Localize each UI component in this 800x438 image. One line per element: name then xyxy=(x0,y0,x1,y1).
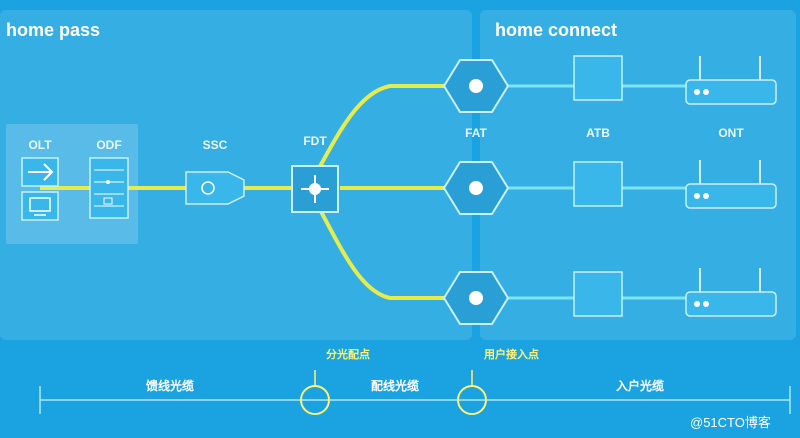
ont-router-icon xyxy=(685,268,777,317)
ont-router-icon xyxy=(685,56,777,105)
fat-icon xyxy=(442,161,510,215)
ssc-label: SSC xyxy=(202,138,228,152)
atb-label: ATB xyxy=(586,126,610,140)
hub-icon xyxy=(291,165,339,213)
fat-icon xyxy=(442,271,510,325)
ont-label: ONT xyxy=(718,126,744,140)
home-pass-panel xyxy=(0,10,472,340)
ssc-connector-icon xyxy=(185,171,245,205)
feeder-segment-label: 馈线光缆 xyxy=(145,379,194,393)
atb-box-icon xyxy=(573,161,623,207)
odf-label: ODF xyxy=(96,138,122,152)
fat-label: FAT xyxy=(465,126,487,140)
olt-label: OLT xyxy=(28,138,52,152)
drop-segment-label: 入户光缆 xyxy=(615,379,664,393)
router-icon xyxy=(21,157,59,187)
distribution-segment-label: 配线光缆 xyxy=(370,379,419,393)
access-point-callout: 用户接入点 xyxy=(484,349,539,361)
atb-box-icon xyxy=(573,55,623,101)
home-connect-panel xyxy=(480,10,796,340)
monitor-icon xyxy=(21,191,59,221)
atb-box-icon xyxy=(573,271,623,317)
home-pass-title: home pass xyxy=(6,20,101,40)
fat-icon xyxy=(442,59,510,113)
home-connect-title: home connect xyxy=(495,20,618,40)
splitter-icon xyxy=(89,157,129,219)
fdt-label: FDT xyxy=(303,134,327,148)
split-point-callout: 分光配点 xyxy=(326,349,370,361)
distribution-fiber-top xyxy=(316,84,446,171)
distribution-fiber-bottom xyxy=(316,205,446,300)
watermark: @51CTO博客 xyxy=(690,415,771,430)
ont-router-icon xyxy=(685,160,777,209)
